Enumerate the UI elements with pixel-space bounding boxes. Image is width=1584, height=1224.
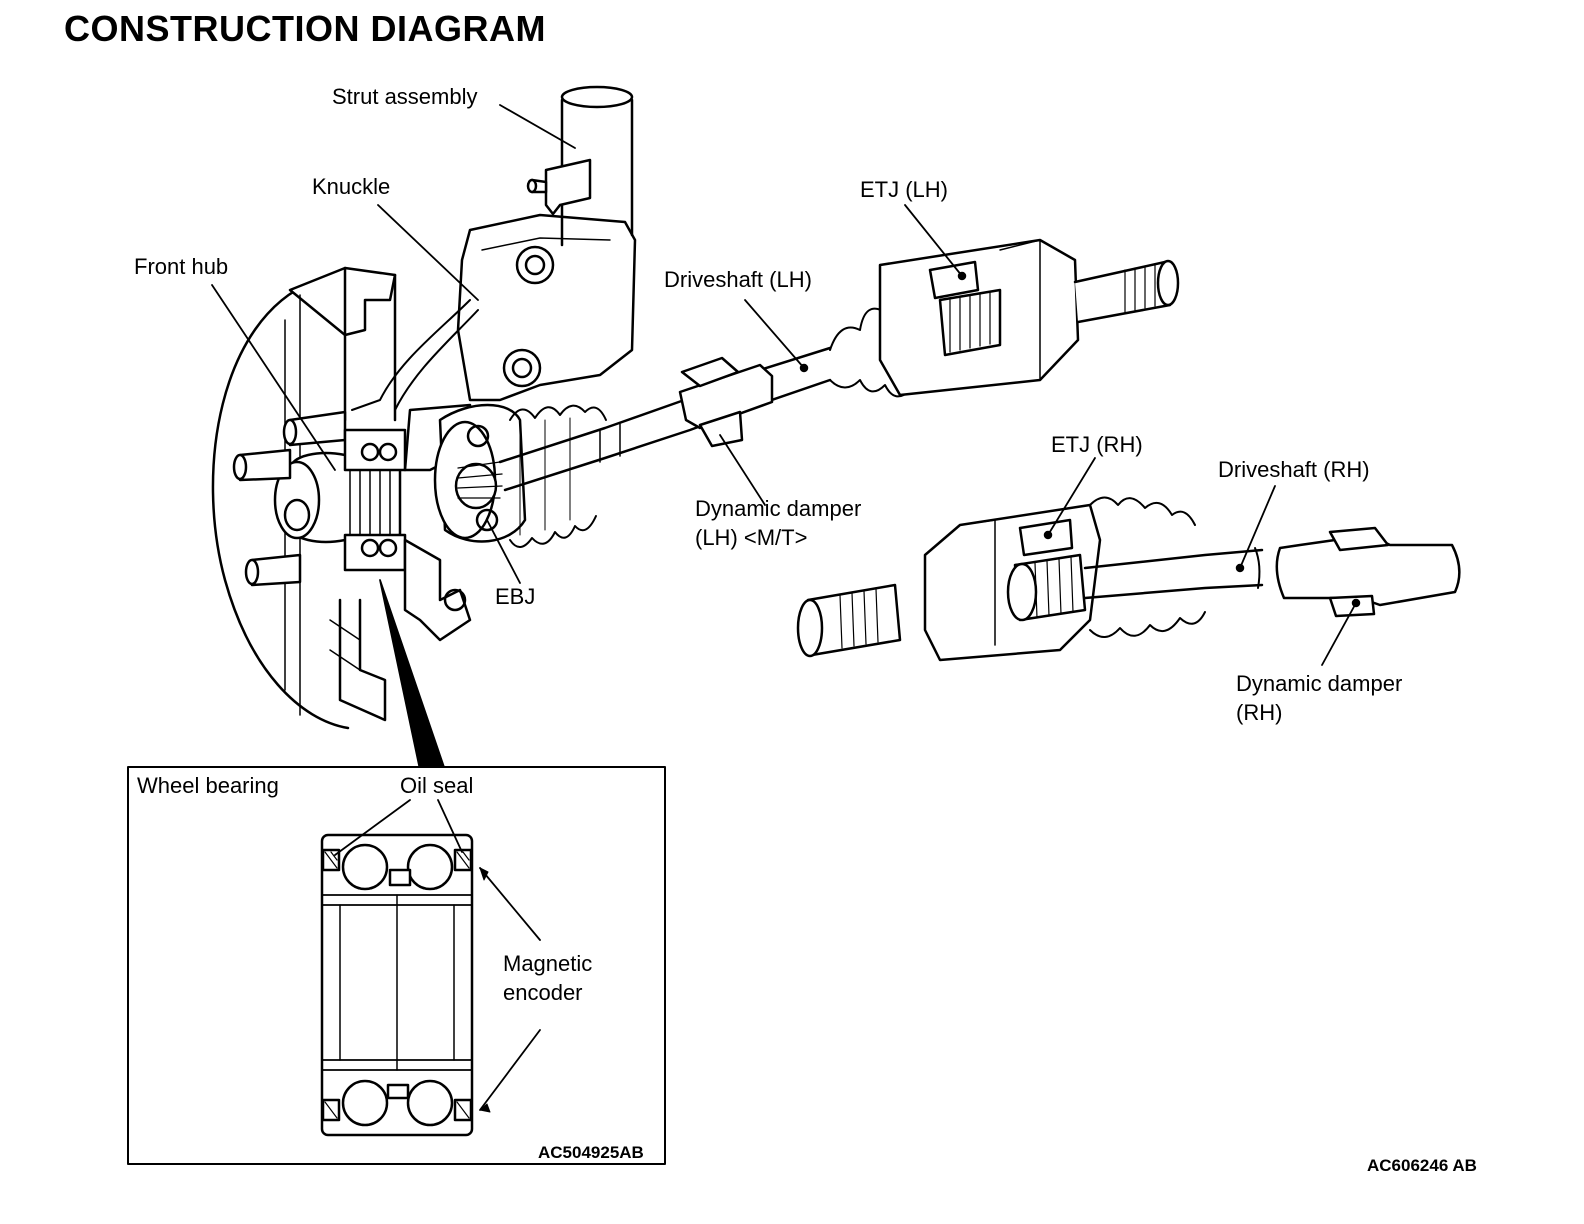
label-oil-seal: Oil seal [400,773,474,798]
leader-driveshaft-lh [744,299,805,369]
knuckle-drawing [351,213,637,642]
label-strut-assembly: Strut assembly [332,84,478,109]
label-etj-lh: ETJ (LH) [860,177,948,202]
leader-front-hub [211,284,336,471]
label-front-hub: Front hub [134,254,229,279]
wheel-bearing-inset [127,766,666,1165]
label-knuckle: Knuckle [312,174,391,199]
inset-title: Wheel bearing [137,773,279,798]
leader-dynamic-damper-lh [719,434,766,506]
figure-code: AC606246 AB [1367,1156,1477,1175]
diagram-title: CONSTRUCTION DIAGRAM [64,8,546,49]
label-driveshaft-rh: Driveshaft (RH) [1218,457,1370,482]
etj-lh-drawing [829,238,1180,398]
leader-etj-lh [904,204,963,277]
leader-ebj [486,519,521,584]
label-dynamic-damper-rh-line1: Dynamic damper [1236,671,1403,696]
label-dynamic-damper-lh-line1: Dynamic damper [695,496,862,521]
label-magnetic-encoder-line2: encoder [503,980,583,1005]
label-magnetic-encoder-line1: Magnetic [503,951,593,976]
driveshaft-lh-drawing [433,346,832,548]
inset-code: AC504925AB [538,1143,644,1162]
leader-knuckle [377,204,479,301]
leader-etj-rh [1047,457,1096,536]
leader-dynamic-damper-rh [1321,602,1357,666]
label-dynamic-damper-lh-line2: (LH) <M/T> [695,525,808,550]
driveshaft-rh-drawing [796,496,1461,662]
leader-driveshaft-rh [1239,485,1276,569]
label-etj-rh: ETJ (RH) [1051,432,1143,457]
leader-strut-assembly [499,104,576,149]
label-driveshaft-lh: Driveshaft (LH) [664,267,812,292]
front-hub-drawing [211,266,407,730]
strut-assembly-drawing [526,85,634,247]
label-dynamic-damper-rh-line2: (RH) [1236,700,1283,725]
label-ebj: EBJ [495,584,536,609]
